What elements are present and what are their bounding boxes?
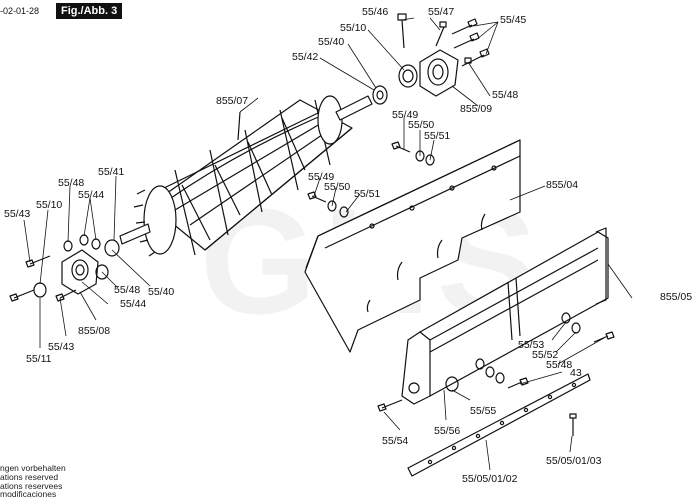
part-label: 55/49: [392, 109, 419, 121]
part-label: 55/55: [470, 405, 497, 417]
part-label: 55/05/01/03: [546, 455, 602, 467]
part-label: 55/51: [424, 130, 451, 142]
part-label: 55/47: [428, 6, 455, 18]
part-label: 55/10: [36, 199, 63, 211]
part-label: 55/40: [318, 36, 345, 48]
part-label: 55/50: [324, 181, 351, 193]
footer-line: ations reserved: [0, 472, 59, 482]
figure-label: Fig./Abb. 3: [56, 3, 123, 20]
part-label: 55/54: [382, 435, 409, 447]
part-label: 855/05: [660, 291, 693, 303]
part-label: 55/49: [308, 171, 335, 183]
cutting-cylinder: [119, 95, 373, 257]
lower-knife-bar: [407, 373, 591, 477]
footer-line: ations reservees: [0, 481, 63, 491]
footer-line: modificaciones: [0, 489, 57, 499]
bearing-housing-top: [372, 13, 490, 105]
part-label: 55/52: [532, 349, 559, 361]
part-label: 55/48: [58, 177, 85, 189]
part-label: 855/09: [460, 103, 493, 115]
part-label: 55/50: [408, 119, 435, 131]
part-label: 55/43: [48, 341, 75, 353]
footer-line: ngen vorbehalten: [0, 463, 66, 473]
leader-lines: [23, 17, 633, 471]
part-label: 55/51: [354, 188, 381, 200]
bottom-blade-plate: [304, 139, 521, 353]
part-label: 55/42: [292, 51, 319, 63]
part-label: 55/44: [120, 298, 147, 310]
part-label: 55/48: [546, 359, 573, 371]
part-label: 55/56: [434, 425, 461, 437]
part-label: 55/40: [148, 286, 175, 298]
part-label: 55/45: [500, 14, 527, 26]
part-label: 55/10: [340, 22, 367, 34]
part-label: 55/44: [78, 189, 105, 201]
part-label: 855/08: [78, 325, 111, 337]
bearing-housing-left: [9, 234, 120, 302]
part-label: 55/48: [114, 284, 141, 296]
date-code: -02-01-28: [0, 6, 40, 16]
part-label: 55/11: [26, 353, 52, 365]
part-label: 55/53: [518, 339, 545, 351]
part-label: 43: [570, 367, 582, 379]
part-label: 55/48: [492, 89, 519, 101]
part-label: 55/05/01/02: [462, 473, 518, 485]
part-label: 55/41: [98, 166, 125, 178]
part-label: 855/07: [216, 95, 249, 107]
part-label: 55/43: [4, 208, 31, 220]
part-label: 55/46: [362, 6, 389, 18]
part-label: 855/04: [546, 179, 579, 191]
blade-carrier-frame: [377, 227, 615, 412]
